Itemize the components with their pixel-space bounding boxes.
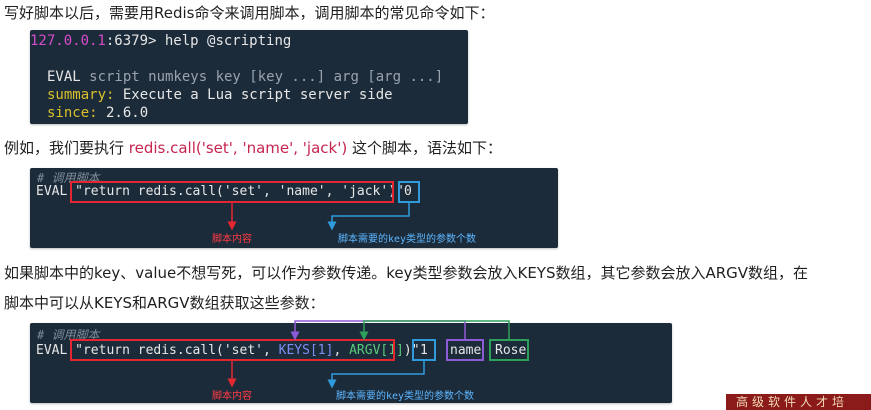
script-string-sep: , (333, 343, 350, 358)
keys-ref: KEYS[1] (278, 343, 334, 358)
since-line: since: 2.6.0 (47, 104, 148, 122)
script-string-end: )" (403, 343, 420, 358)
since-text: 2.6.0 (97, 105, 149, 121)
summary-text: Execute a Lua script server side (114, 87, 393, 103)
arrow-numkeys (327, 203, 410, 231)
eval-command-line: EVAL "return redis.call('set', 'name', '… (36, 183, 404, 201)
example-inline-code: redis.call('set', 'name', 'jack') (128, 139, 348, 157)
brand-logo: 高级软件人才培 (726, 394, 871, 410)
key-arg-highlight-box (446, 339, 484, 361)
arrow-key-to-keys (290, 320, 466, 341)
numkeys-highlight-box (398, 181, 420, 203)
script-string: "return redis.call('set', 'name', 'jack'… (75, 184, 404, 199)
eval-keyword: EVAL (36, 184, 76, 199)
argv-ref: ARGV[1] (349, 343, 404, 358)
annotation-script-content: 脚本内容 (212, 234, 252, 245)
arrow-arg-to-argv (359, 320, 510, 341)
prompt-port: :6379> (105, 33, 165, 49)
summary-line: summary: Execute a Lua script server sid… (47, 86, 393, 104)
argv-arg-value: Rose (495, 343, 527, 358)
terminal-prompt-line: 127.0.0.1:6379> help @scripting (30, 32, 291, 50)
script-highlight-box (70, 181, 394, 203)
numkeys-highlight-box (412, 339, 436, 361)
params-text-line1: 如果脚本中的key、value不想写死，可以作为参数传递。key类型参数会放入K… (4, 264, 809, 282)
script-string-start: "return redis.call('set', (75, 343, 279, 358)
eval-syntax-line: EVAL script numkeys key [key ...] arg [a… (47, 68, 443, 86)
comment-call-script: # 调用脚本 (37, 328, 100, 342)
intro-text: 写好脚本以后，需要用Redis命令来调用脚本，调用脚本的常见命令如下： (4, 4, 495, 22)
eval-params-command-line: EVAL "return redis.call('set', KEYS[1], … (36, 342, 420, 360)
numkeys-value: 0 (404, 184, 412, 199)
arrow-numkeys (327, 361, 425, 389)
example-text: 例如，我们要执行 redis.call('set', 'name', 'jack… (4, 137, 502, 159)
terminal-eval-params: # 调用脚本 EVAL "return redis.call('set', KE… (30, 323, 672, 403)
eval-args: script numkeys key [key ...] arg [arg ..… (80, 69, 444, 85)
key-arg-value: name (450, 343, 482, 358)
script-highlight-box (70, 339, 395, 361)
eval-keyword: EVAL (47, 69, 81, 85)
eval-keyword: EVAL (36, 343, 76, 358)
summary-label: summary: (47, 87, 115, 103)
annotation-script-content: 脚本内容 (212, 391, 252, 402)
example-text-after: 这个脚本，语法如下： (347, 139, 502, 157)
example-text-before: 例如，我们要执行 (4, 139, 129, 157)
prompt-ip: 127.0.0.1 (30, 33, 106, 49)
since-label: since: (47, 105, 98, 121)
annotation-numkeys: 脚本需要的key类型的参数个数 (338, 234, 477, 245)
params-text-line2: 脚本中可以从KEYS和ARGV数组获取这些参数： (4, 294, 325, 312)
numkeys-value: 1 (420, 343, 428, 358)
prompt-command: help @scripting (164, 33, 292, 49)
terminal-help-scripting: 127.0.0.1:6379> help @scripting EVAL scr… (30, 30, 468, 124)
annotation-numkeys: 脚本需要的key类型的参数个数 (336, 391, 475, 402)
argv-arg-highlight-box (489, 339, 529, 361)
